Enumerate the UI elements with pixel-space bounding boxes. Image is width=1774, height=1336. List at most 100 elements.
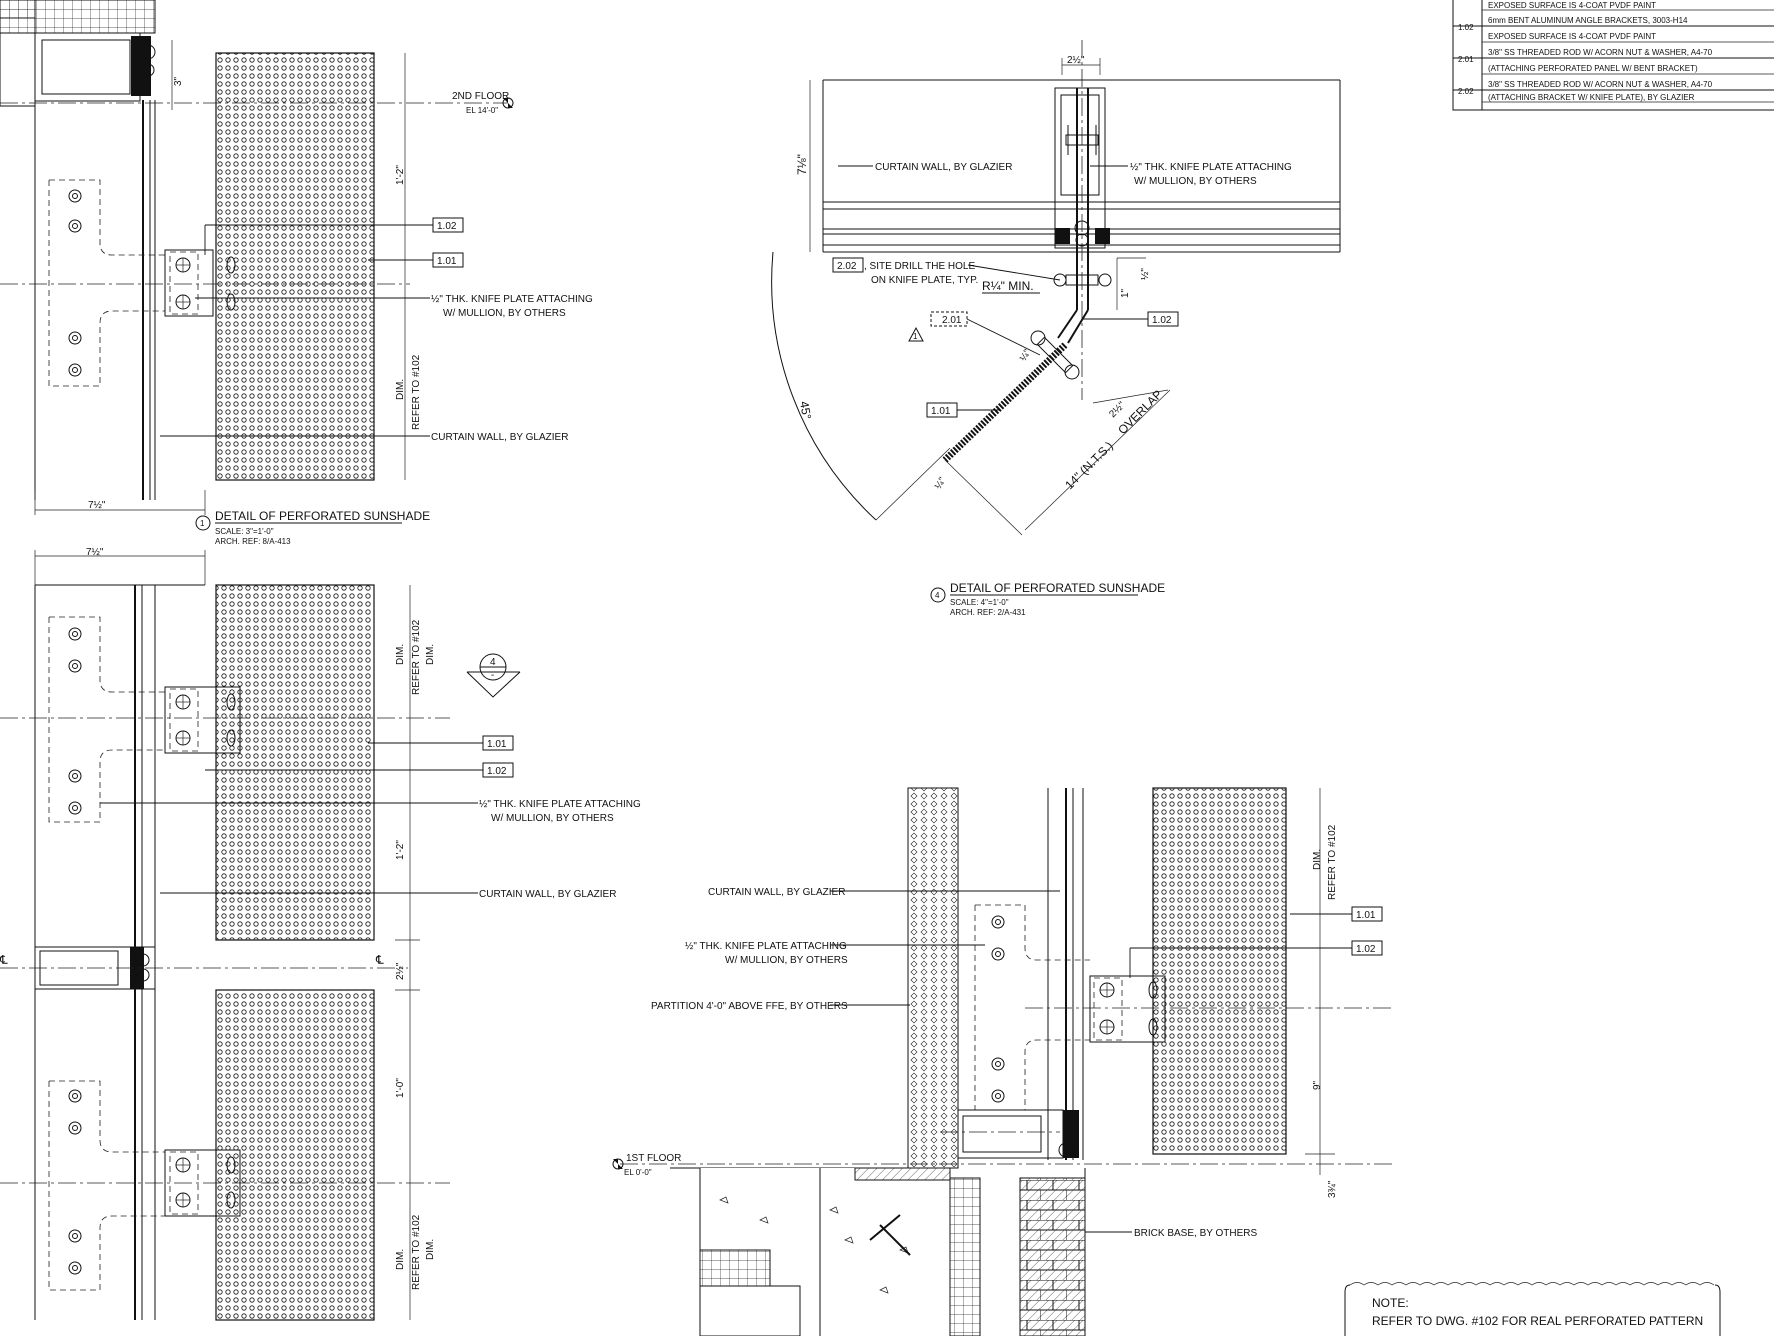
dim-top: 3" <box>173 76 184 86</box>
legend-row-id: 1.02 <box>1458 23 1474 32</box>
detail-number-circle <box>195 515 211 531</box>
level-name-2nd-floor: 2ND FLOOR <box>452 91 509 102</box>
legend-row-text: 3/8" SS THREADED ROD W/ ACORN NUT & WASH… <box>1488 80 1713 89</box>
tag-1-01-d2-label: 1.01 <box>487 739 507 750</box>
tag-1-01-d4-label: 1.01 <box>931 406 951 417</box>
level-name-1st-floor: 1ST FLOOR <box>626 1153 681 1164</box>
legend-row-text: (ATTACHING BRACKET W/ KNIFE PLATE), BY G… <box>1488 93 1695 102</box>
detail-number-4: 4 <box>935 591 940 600</box>
legend-row-text: EXPOSED SURFACE IS 4-COAT PVDF PAINT <box>1488 32 1656 41</box>
dim-dim-d2b: DIM. <box>425 644 436 665</box>
tag-1-01-d3-label: 1.01 <box>1356 910 1376 921</box>
callout-curtain-wall-d3: CURTAIN WALL, BY GLAZIER <box>708 887 845 898</box>
tag-1-02-d4-label: 1.02 <box>1152 315 1172 326</box>
callout-partition: PARTITION 4'-0" ABOVE FFE, BY OTHERS <box>651 1001 848 1012</box>
callout-site-drill-line2: ON KNIFE PLATE, TYP. <box>871 275 978 286</box>
detail-3-section <box>620 787 1395 1336</box>
callout-knife-plate-d3-line1: ½" THK. KNIFE PLATE ATTACHING <box>685 941 847 952</box>
level-elevation-2nd-floor: EL 14'-0" <box>466 106 498 115</box>
dim-1-2-d2: 1'-2" <box>395 840 406 860</box>
dim-half-d4: ½" <box>1140 268 1151 280</box>
dim-quarter-d4a: ¼" <box>1017 347 1034 364</box>
section-number: 4 <box>490 657 496 668</box>
detail-arch-ref-4: ARCH. REF: 2/A-431 <box>950 608 1026 617</box>
tag-1-02-d2 <box>482 762 514 778</box>
legend-row-text: (ATTACHING PERFORATED PANEL W/ BENT BRAC… <box>1488 64 1698 73</box>
tag-1-02 <box>432 217 464 233</box>
detail-scale: SCALE: 3"=1'-0" <box>215 527 274 536</box>
callout-curtain-wall: CURTAIN WALL, BY GLAZIER <box>431 432 568 443</box>
centerline-mark-right: ℄ <box>375 953 384 967</box>
dim-refer-d2a: REFER TO #102 <box>411 619 422 695</box>
dim-refer-to-102: REFER TO #102 <box>411 354 422 430</box>
dim-dim: DIM. <box>395 379 406 400</box>
centerline-mark-left: ℄ <box>0 953 8 967</box>
tag-1-02-d3-label: 1.02 <box>1356 944 1376 955</box>
detail-arch-ref: ARCH. REF: 8/A-413 <box>215 537 291 546</box>
tag-1-02-d3 <box>1351 940 1383 956</box>
legend-row-text: 6mm BENT ALUMINUM ANGLE BRACKETS, 3003-H… <box>1488 16 1688 25</box>
legend-row-text: EXPOSED SURFACE IS 4-COAT PVDF PAINT <box>1488 1 1656 10</box>
dim-mid-d2: 2½" <box>395 962 406 980</box>
callout-site-drill-line1: , SITE DRILL THE HOLE <box>864 261 975 272</box>
detail-1-elevation <box>0 0 508 515</box>
section-marker <box>466 653 521 698</box>
callout-knife-plate-d4-line2: W/ MULLION, BY OTHERS <box>1134 176 1257 187</box>
level-marker-1st-floor <box>612 1158 624 1170</box>
legend-row-id: 2.01 <box>1458 55 1474 64</box>
detail-title: DETAIL OF PERFORATED SUNSHADE <box>215 509 430 523</box>
dim-34-d3: 3¾" <box>1327 1180 1338 1198</box>
tag-1-01-d2 <box>482 735 514 751</box>
tag-2-01-label: 2.01 <box>942 315 962 326</box>
legend-row-text: 3/8" SS THREADED ROD W/ ACORN NUT & WASH… <box>1488 48 1713 57</box>
tag-2-02-label: 2.02 <box>837 261 857 272</box>
detail-2-elevation <box>0 550 450 1321</box>
tag-1-02-d2-label: 1.02 <box>487 766 507 777</box>
revision-delta-number: 1 <box>913 332 918 341</box>
level-elevation-1st-floor: EL 0'-0" <box>624 1168 652 1177</box>
dim-dim-d2d: DIM. <box>425 1239 436 1260</box>
dim-9-d3: 9" <box>1312 1080 1323 1090</box>
callout-knife-plate-line2: W/ MULLION, BY OTHERS <box>443 308 566 319</box>
dim-1-d4: 1" <box>1120 288 1131 298</box>
callout-brick-base: BRICK BASE, BY OTHERS <box>1134 1228 1258 1239</box>
detail-scale-4: SCALE: 4"=1'-0" <box>950 598 1009 607</box>
callout-curtain-wall-d4: CURTAIN WALL, BY GLAZIER <box>875 162 1012 173</box>
tag-1-01-d3 <box>1351 906 1383 922</box>
dim-14-nts: 14" (N.T.S.) <box>1062 439 1115 492</box>
detail-4-plan-section <box>771 40 1341 536</box>
dim-left-d4: 7⅛" <box>795 154 809 175</box>
callout-knife-plate-line1: ½" THK. KNIFE PLATE ATTACHING <box>431 294 593 305</box>
note-box <box>1344 1282 1721 1336</box>
callout-curtain-wall-d2: CURTAIN WALL, BY GLAZIER <box>479 889 616 900</box>
note-text: REFER TO DWG. #102 FOR REAL PERFORATED P… <box>1372 1314 1703 1328</box>
dim-quarter-d4b: ¼" <box>932 475 949 492</box>
detail-number: 1 <box>200 519 205 528</box>
tag-1-01-label: 1.01 <box>437 256 457 267</box>
dim-angle: 45° <box>797 400 814 420</box>
tag-1-02-label: 1.02 <box>437 221 457 232</box>
dim-refer-d2c: REFER TO #102 <box>411 1214 422 1290</box>
callout-knife-plate-d2-line2: W/ MULLION, BY OTHERS <box>491 813 614 824</box>
dim-width: 7½" <box>88 500 106 511</box>
note-heading: NOTE: <box>1372 1296 1409 1310</box>
callout-knife-plate-d3-line2: W/ MULLION, BY OTHERS <box>725 955 848 966</box>
revision-delta <box>908 326 924 342</box>
callout-knife-plate-d2-line1: ½" THK. KNIFE PLATE ATTACHING <box>479 799 641 810</box>
detail-number-circle-4 <box>930 587 946 603</box>
callout-knife-plate-d4-line1: ½" THK. KNIFE PLATE ATTACHING <box>1130 162 1292 173</box>
legend-table: EXPOSED SURFACE IS 4-COAT PVDF PAINT 1.0… <box>1452 0 1774 111</box>
dim-dim-d2a: DIM. <box>395 644 406 665</box>
section-sheet: - <box>491 670 494 681</box>
tag-2-02 <box>832 257 864 273</box>
level-marker-2nd-floor <box>502 97 514 109</box>
tag-1-02-d4 <box>1147 311 1179 327</box>
callout-radius: R¼" MIN. <box>982 279 1034 293</box>
dim-refer-d3: REFER TO #102 <box>1327 824 1338 900</box>
legend-row-id: 2.02 <box>1458 87 1474 96</box>
dim-dim-d3: DIM. <box>1312 849 1323 870</box>
dim-1-2: 1'-2" <box>395 165 406 185</box>
detail-title-4: DETAIL OF PERFORATED SUNSHADE <box>950 581 1165 595</box>
dim-top-d4: 2½" <box>1067 55 1085 66</box>
